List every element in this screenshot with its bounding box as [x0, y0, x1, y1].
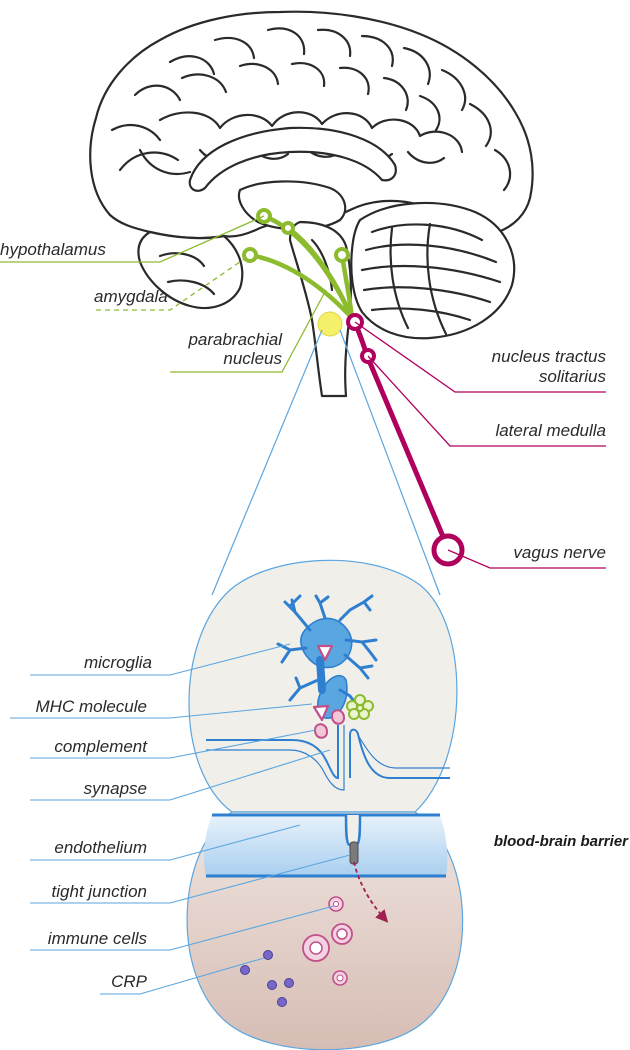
crp-molecule — [240, 965, 250, 975]
crp-molecules — [240, 950, 294, 1007]
detail-label-lines — [10, 643, 351, 995]
complement-molecule — [313, 723, 329, 739]
immune-cells-group — [302, 896, 353, 986]
nts-label-line1: nucleus tractus — [492, 347, 607, 366]
crp-molecule — [277, 997, 287, 1007]
pathway-node — [334, 247, 350, 263]
postsynaptic-membrane — [206, 725, 339, 780]
crp-molecule — [263, 950, 273, 960]
blood-brain-barrier-label: blood-brain barrier — [494, 833, 629, 850]
nts-label-line2: solitarius — [539, 367, 607, 386]
endothelium-band — [204, 815, 448, 876]
hypothalamus-node-2 — [281, 221, 295, 235]
microglia-cell — [276, 594, 378, 719]
parabrachial-nucleus-dot — [317, 311, 343, 337]
vagus-nerve-label: vagus nerve — [513, 543, 606, 562]
crp-molecule — [284, 978, 294, 988]
detail-bubble — [186, 559, 464, 1050]
brain-illustration — [89, 10, 534, 398]
synapse-terminal — [346, 694, 374, 720]
tight-junction — [349, 841, 359, 865]
hypothalamus-label: hypothalamus — [0, 240, 106, 259]
lateral-medulla-label: lateral medulla — [495, 421, 606, 440]
crp-molecule — [267, 980, 277, 990]
migration-arrow — [353, 861, 389, 923]
tight-junction-label: tight junction — [52, 882, 147, 901]
cerebellum — [350, 201, 516, 340]
mhc-molecule-label: MHC molecule — [36, 697, 147, 716]
parabrachial-label-line2: nucleus — [223, 349, 282, 368]
microglia-label: microglia — [84, 653, 152, 672]
crp-label: CRP — [111, 972, 148, 991]
mhc-molecule-upper — [316, 644, 334, 662]
presynaptic-membrane — [349, 728, 450, 779]
mhc-molecule-lower — [312, 704, 330, 722]
brainstem — [288, 220, 352, 398]
synapse-label: synapse — [84, 779, 147, 798]
zoom-lines — [211, 329, 441, 596]
corpus-callosum — [188, 126, 397, 192]
immune-cells-label: immune cells — [48, 929, 148, 948]
complement-label: complement — [54, 737, 148, 756]
endothelium-label: endothelium — [54, 838, 147, 857]
amygdala-label: amygdala — [94, 287, 168, 306]
parabrachial-label-line1: parabrachial — [187, 330, 283, 349]
brain-label-lines — [0, 215, 606, 569]
